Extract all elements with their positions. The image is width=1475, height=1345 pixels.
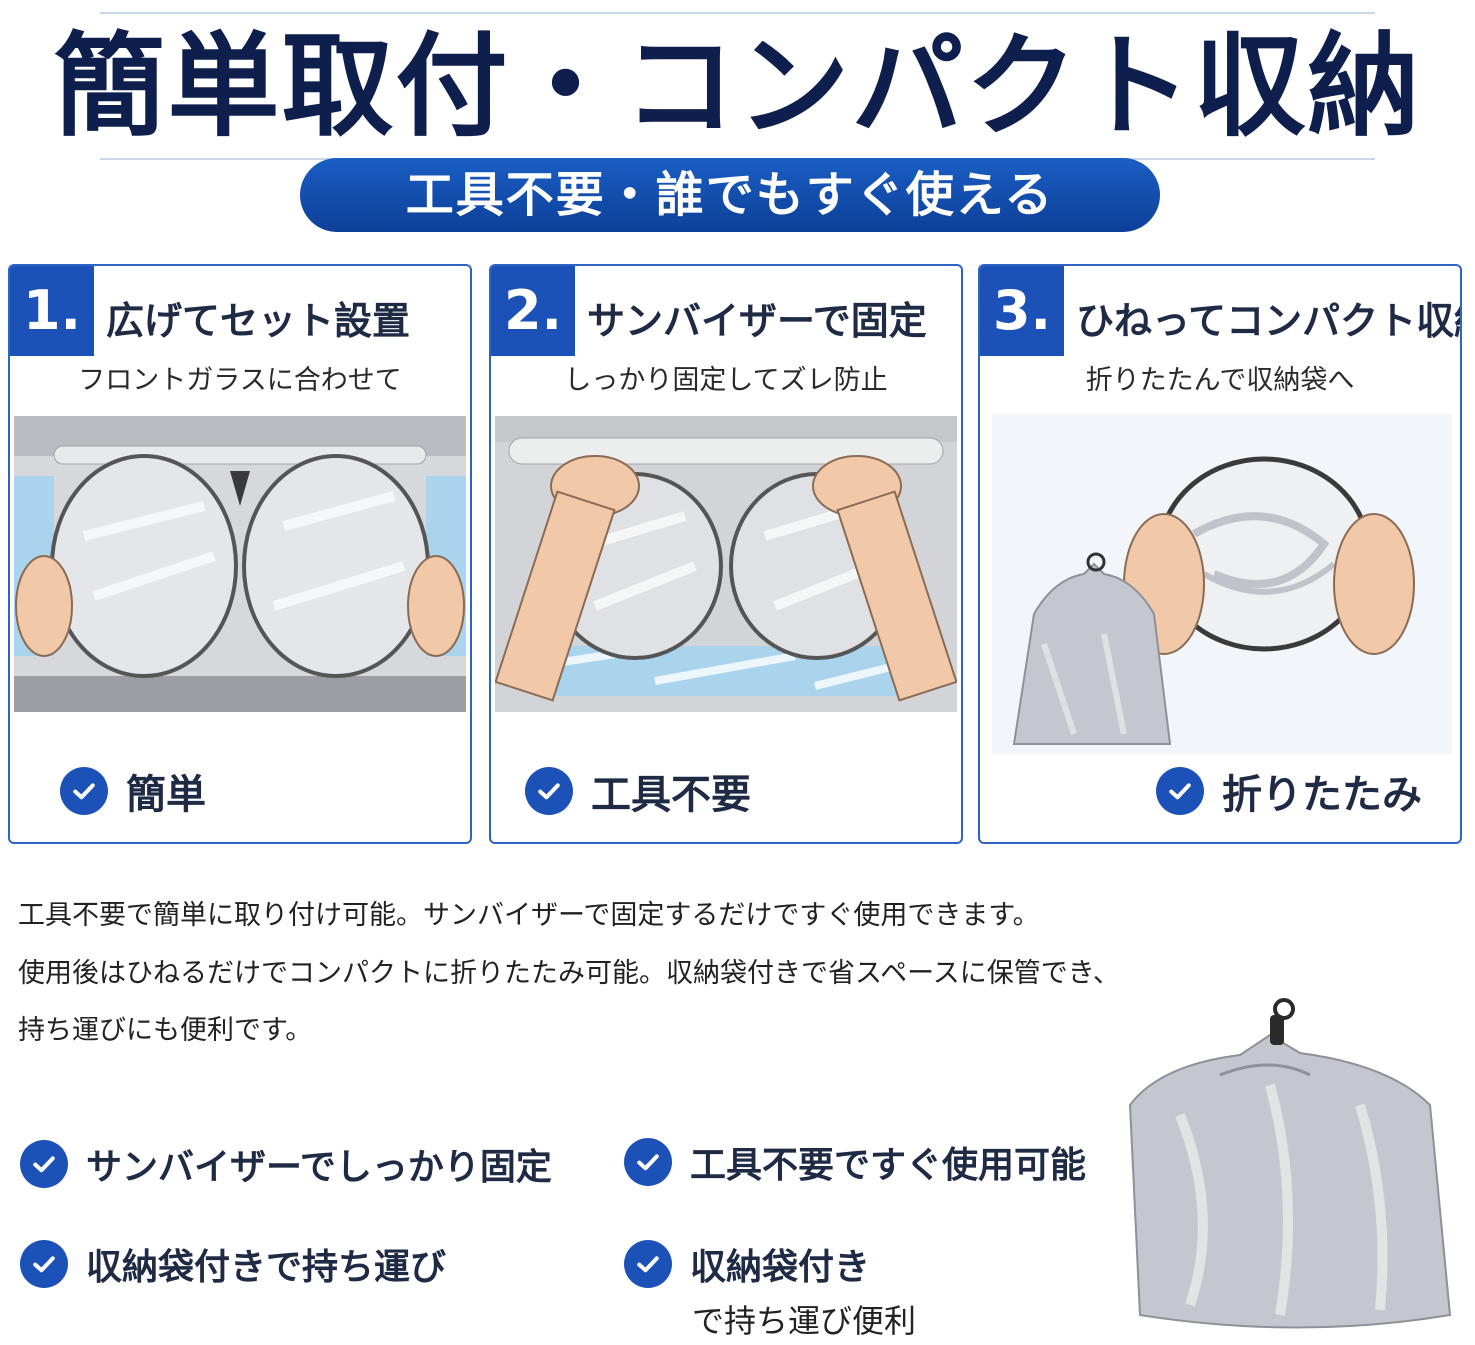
- check-icon: [624, 1240, 672, 1288]
- badge-label: 簡単: [126, 772, 206, 818]
- step-number: 2.: [491, 266, 575, 356]
- twist-fold-illustration: [984, 414, 1456, 754]
- sunshade-spread-illustration: [14, 416, 466, 712]
- feature-item-1: サンバイザーでしっかり固定: [20, 1138, 552, 1190]
- check-icon: [20, 1140, 68, 1188]
- description-line-2: 使用後はひねるだけでコンパクトに折りたたみ可能。収納袋付きで省スペースに保管でき…: [18, 958, 1120, 989]
- feature-label: 収納袋付きで持ち運び: [86, 1247, 447, 1288]
- step-badge: 工具不要: [525, 762, 751, 820]
- step-card-3: 3. ひねってコンパクト収納 折りたたんで収納袋へ 折りたたみ: [978, 264, 1462, 844]
- check-icon: [525, 767, 573, 815]
- step-subtitle: フロントガラスに合わせて: [78, 365, 402, 396]
- feature-label: 収納袋付き: [690, 1247, 871, 1288]
- step-card-2: 2. サンバイザーで固定 しっかり固定してズレ防止 工具不要: [489, 264, 963, 844]
- subtitle-banner: 工具不要・誰でもすぐ使える: [300, 158, 1160, 232]
- feature-label: サンバイザーでしっかり固定: [86, 1147, 552, 1188]
- step-number: 1.: [10, 266, 94, 356]
- step-subtitle: 折りたたんで収納袋へ: [1085, 365, 1355, 396]
- check-icon: [20, 1240, 68, 1288]
- description-line-1: 工具不要で簡単に取り付け可能。サンバイザーで固定するだけですぐ使用できます。: [18, 900, 1040, 931]
- badge-label: 折りたたみ: [1222, 772, 1422, 818]
- step-subtitle: しっかり固定してズレ防止: [564, 365, 888, 396]
- step-number: 3.: [980, 266, 1064, 356]
- feature-item-3: 収納袋付きで持ち運び: [20, 1238, 446, 1290]
- storage-bag-illustration: [1100, 995, 1470, 1340]
- step-card-1: 1. 広げてセット設置 フロントガラスに合わせて 簡単: [8, 264, 472, 844]
- feature-sub-label: で持ち運び便利: [692, 1302, 917, 1340]
- check-icon: [60, 767, 108, 815]
- step-title: ひねってコンパクト収納: [1076, 299, 1462, 343]
- check-icon: [624, 1138, 672, 1186]
- step-title: サンバイザーで固定: [587, 299, 927, 343]
- badge-label: 工具不要: [591, 772, 751, 818]
- description-line-3: 持ち運びにも便利です。: [18, 1015, 313, 1046]
- feature-label: 工具不要ですぐ使用可能: [690, 1145, 1087, 1186]
- page-title: 簡単取付・コンパクト収納: [53, 22, 1422, 152]
- feature-item-4: 収納袋付き: [624, 1238, 870, 1290]
- step-badge: 簡単: [60, 762, 206, 820]
- check-icon: [1156, 767, 1204, 815]
- feature-item-2: 工具不要ですぐ使用可能: [624, 1136, 1086, 1188]
- top-divider: [100, 12, 1375, 14]
- step-title: 広げてセット設置: [106, 299, 411, 343]
- sunvisor-fix-illustration: [495, 416, 957, 712]
- step-badge: 折りたたみ: [1156, 762, 1422, 820]
